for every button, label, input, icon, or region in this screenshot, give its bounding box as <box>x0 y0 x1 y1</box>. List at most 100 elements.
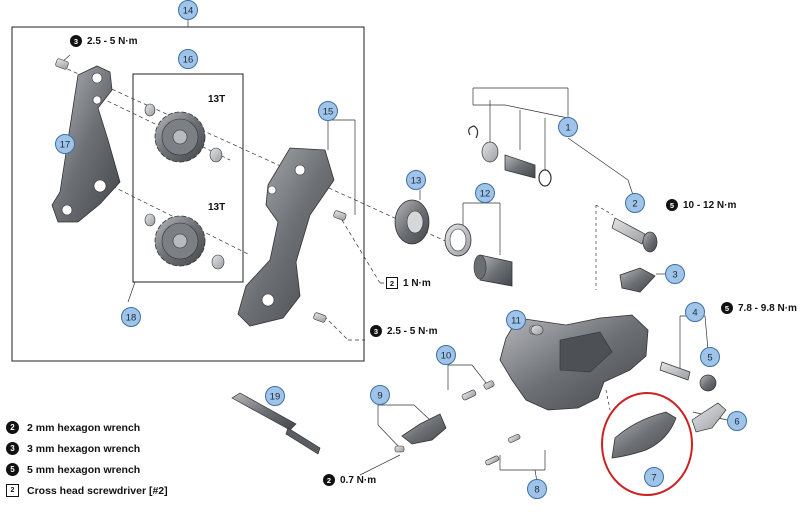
legend-label: Cross head screwdriver [#2] <box>27 484 168 497</box>
tool-badge: 5 <box>721 302 733 314</box>
tool-legend: 2 2 mm hexagon wrench 3 3 mm hexagon wre… <box>6 417 168 501</box>
part-13-cover-disc <box>394 199 430 245</box>
callout-circle <box>527 479 547 499</box>
part-9-bracket <box>394 413 447 453</box>
callout-circle <box>406 170 426 190</box>
callout-circle <box>665 264 685 284</box>
callout-17: 17 <box>55 134 75 154</box>
part-19-tool <box>231 392 321 455</box>
legend-row: 5 5 mm hexagon wrench <box>6 459 168 480</box>
callout-number: 14 <box>183 6 194 17</box>
torque-spec: 2 0.7 N·m <box>323 474 376 486</box>
tool-badge: 3 <box>70 35 82 47</box>
callout-1: 1 <box>558 117 578 137</box>
callout-number: 10 <box>441 351 452 362</box>
callout-circle <box>700 347 720 367</box>
part-1-adjuster-kit <box>468 125 552 187</box>
legend-label: 2 mm hexagon wrench <box>27 421 141 434</box>
callout-number: 19 <box>270 392 281 403</box>
leader-lines <box>60 20 728 483</box>
callout-number: 11 <box>511 316 521 327</box>
tool-badge: 2 <box>323 474 335 486</box>
callout-4: 4 <box>685 302 705 322</box>
pulley-group-box <box>132 73 244 283</box>
callout-number: 7 <box>651 473 656 484</box>
callout-7: 7 <box>644 467 664 487</box>
callout-circle <box>178 0 198 20</box>
callout-circle <box>318 101 338 121</box>
bolt-top-left <box>55 58 69 70</box>
callout-19: 19 <box>265 386 285 406</box>
callout-number: 12 <box>480 189 491 200</box>
callout-circle <box>55 134 75 154</box>
part-15-inner-plate <box>237 147 347 327</box>
callout-number: 3 <box>672 270 677 281</box>
torque-value: 0.7 N·m <box>340 474 377 486</box>
callout-number: 8 <box>534 485 539 496</box>
part-4-5-bolts <box>659 361 717 392</box>
callout-number: 9 <box>377 391 382 402</box>
tool-badge: 5 <box>6 463 19 476</box>
part-16-pulley-wheels <box>144 103 225 270</box>
callout-circle <box>727 411 747 431</box>
torque-value: 7.8 - 9.8 N·m <box>738 302 797 314</box>
tool-badge: 2 <box>6 484 19 497</box>
part-3-cap <box>619 267 656 293</box>
callout-number: 18 <box>126 313 137 324</box>
callout-circle <box>625 193 645 213</box>
part-11-plug <box>530 324 544 336</box>
tool-badge: 3 <box>370 325 382 337</box>
callout-11: 11 <box>506 310 526 330</box>
torque-value: 1 N·m <box>403 277 431 289</box>
legend-row: 3 3 mm hexagon wrench <box>6 438 168 459</box>
torque-spec: 5 10 - 12 N·m <box>666 199 736 211</box>
callout-number: 1 <box>565 123 570 134</box>
callout-3: 3 <box>665 264 685 284</box>
callout-number: 16 <box>183 55 194 66</box>
tooth-label: 13T <box>208 202 225 213</box>
callout-circle <box>685 302 705 322</box>
callout-circle <box>265 386 285 406</box>
legend-row: 2 2 mm hexagon wrench <box>6 417 168 438</box>
legend-row: 2 Cross head screwdriver [#2] <box>6 480 168 501</box>
callout-13: 13 <box>406 170 426 190</box>
guide-pulley <box>154 111 206 163</box>
part-10-screws <box>461 380 495 401</box>
tooth-label: 13T <box>208 94 225 105</box>
callout-16: 16 <box>178 49 198 69</box>
derailleur-body <box>499 314 649 411</box>
callout-12: 12 <box>475 183 495 203</box>
torque-spec: 2 1 N·m <box>386 277 431 289</box>
callout-circle <box>121 307 141 327</box>
part-8-screws <box>485 434 521 466</box>
torque-spec: 3 2.5 - 5 N·m <box>70 35 138 47</box>
callout-circle <box>178 49 198 69</box>
callout-2: 2 <box>625 193 645 213</box>
callout-number: 6 <box>734 417 739 428</box>
highlight-circle <box>601 392 693 496</box>
callout-number: 4 <box>692 308 697 319</box>
callout-8: 8 <box>527 479 547 499</box>
torque-value: 10 - 12 N·m <box>683 199 737 211</box>
legend-label: 5 mm hexagon wrench <box>27 463 141 476</box>
tool-badge: 2 <box>386 277 398 289</box>
part-6-cover <box>691 402 727 433</box>
callout-15: 15 <box>318 101 338 121</box>
part-17-outer-plate <box>51 65 121 223</box>
legend-label: 3 mm hexagon wrench <box>27 442 141 455</box>
callout-circle <box>475 183 495 203</box>
callout-circle <box>436 345 456 365</box>
callout-circle <box>506 310 526 330</box>
callout-5: 5 <box>700 347 720 367</box>
part-7-guard <box>611 411 677 459</box>
callout-number: 15 <box>323 107 334 118</box>
callout-18: 18 <box>121 307 141 327</box>
torque-value: 2.5 - 5 N·m <box>87 35 138 47</box>
torque-spec: 5 7.8 - 9.8 N·m <box>721 302 797 314</box>
part-12-bushing <box>444 223 513 287</box>
callout-circle <box>558 117 578 137</box>
callout-circle <box>644 467 664 487</box>
callout-9: 9 <box>370 385 390 405</box>
